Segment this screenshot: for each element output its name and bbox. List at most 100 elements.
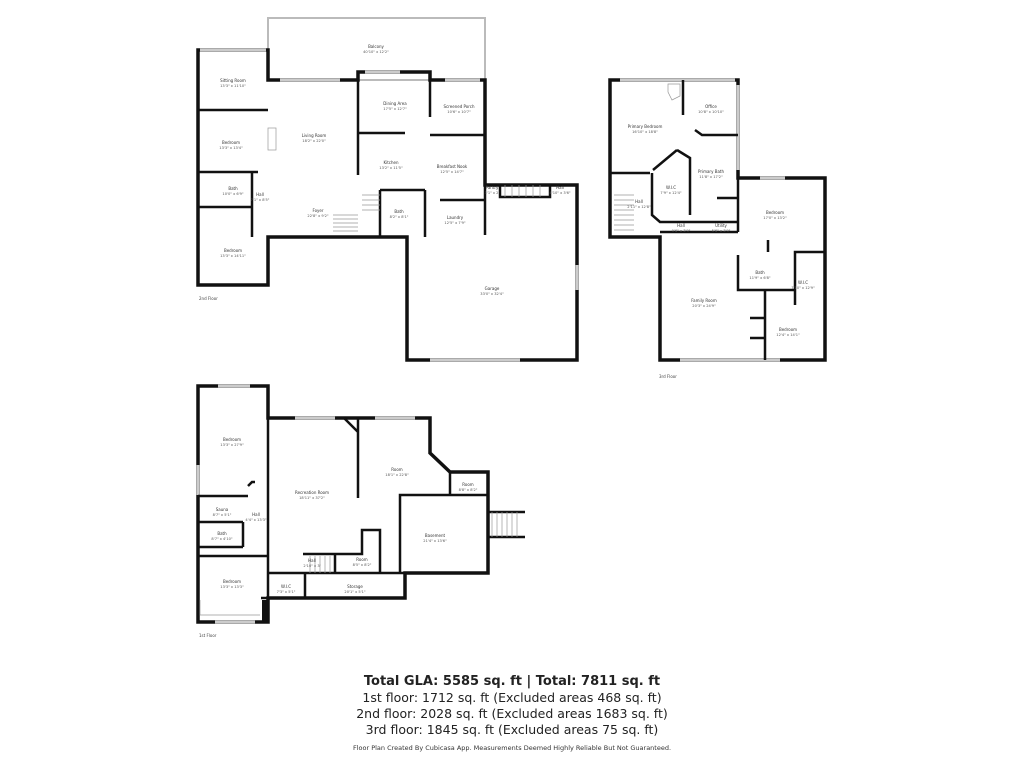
room-dims: 7'1" x 8'5": [251, 198, 270, 202]
room-name: Office: [705, 104, 717, 109]
fireplace: [267, 127, 277, 151]
room-name: Bath: [217, 531, 227, 536]
room-dims: 2'10" x 3': [303, 564, 320, 568]
room-name: Family Room: [691, 298, 717, 303]
room-dims: 7'9" x 12'4": [660, 191, 681, 195]
room-name: W.I.C: [281, 584, 291, 589]
room-dims: 2'11" x 12'8": [627, 205, 651, 209]
room-name: Room: [462, 482, 473, 487]
room-dims: 7'3" x 5'1": [277, 590, 296, 594]
room-name: Hall: [635, 199, 643, 204]
room-name: Garage: [485, 286, 500, 291]
room-dims: 18'2" x 22'0": [302, 139, 326, 143]
room-dims: 16'10" x 18'8": [632, 130, 658, 134]
room-dims: 13'2" x 11'5": [379, 166, 403, 170]
room-dims: 3'1" x 2': [485, 191, 500, 195]
room-name: Hall: [252, 512, 260, 517]
room-name: Bedroom: [223, 437, 241, 442]
room-name: Laundry: [447, 215, 464, 220]
room-name: Dining Area: [383, 101, 407, 106]
first-floor-area: 1st floor: 1712 sq. ft (Excluded areas 4…: [362, 690, 662, 705]
room-dims: 10'6" x 10'7": [447, 110, 471, 114]
room-name: Living Room: [302, 133, 327, 138]
room-name: Basement: [425, 533, 446, 538]
room-dims: 10'8" x 10'10": [698, 110, 724, 114]
room-name: Bath: [228, 186, 238, 191]
room-name: Bath: [394, 209, 404, 214]
room-dims: 10'0" x 6'9": [222, 192, 243, 196]
room-dims: 13'3" x 11'10": [220, 84, 246, 88]
room-name: Hall: [256, 192, 264, 197]
floor-label: 1st Floor: [199, 633, 217, 638]
room-name: Screened Porch: [443, 104, 474, 109]
room-dims: 13'3" x 13'3": [220, 585, 244, 589]
room-dims: 12'5" x 14'7": [440, 170, 464, 174]
room-dims: 17'0" x 13'2": [763, 216, 787, 220]
room-dims: 11'8" x 17'2": [699, 175, 723, 179]
room-dims: 20'3" x 24'9": [692, 304, 716, 308]
room-name: Bedroom: [222, 140, 240, 145]
room-name: Primary Bath: [698, 169, 724, 174]
room-dims: 18'11" x 37'2": [299, 496, 325, 500]
room-dims: 12'4" x 14'1": [776, 333, 800, 337]
room-name: Kitchen: [383, 160, 398, 165]
room-dims: 17'5" x 12'7": [383, 107, 407, 111]
room-dims: 8'2" x 8'1": [390, 215, 409, 219]
room-dims: 8'5" x 8'2": [353, 563, 372, 567]
room-name: W.I.C: [666, 185, 676, 190]
room-name: Bedroom: [779, 327, 797, 332]
room-name: Sauna: [216, 507, 229, 512]
room-dims: 13'3" x 14'11": [220, 254, 246, 258]
room-dims: 4'10" x 3'6": [549, 191, 570, 195]
room-dims: 11'9" x 6'8": [749, 276, 770, 280]
room-dims: 7'10" x 12'9": [791, 286, 815, 290]
room-dims: 40'10" x 12'2": [363, 50, 389, 54]
room-name: Utility: [715, 223, 727, 228]
room-dims: 8'7" x 5'1": [213, 513, 232, 517]
room-name: Bath: [755, 270, 765, 275]
room-dims: 22'8" x 9'2": [307, 214, 328, 218]
room-name: W.I.C: [798, 280, 808, 285]
room-name: Sitting Room: [220, 78, 246, 83]
room-dims: 20'1" x 5'1": [344, 590, 365, 594]
room-name: Pantry: [486, 185, 499, 190]
room-dims: 18'1" x 22'8": [385, 473, 409, 477]
room-dims: 5'6" x 3'9": [712, 229, 731, 233]
room-dims: 33'0" x 32'4": [480, 292, 504, 296]
room-dims: 8'8" x 8'2": [459, 488, 478, 492]
room-name: Foyer: [312, 208, 323, 213]
room-dims: 21'4" x 13'6": [423, 539, 447, 543]
room-dims: 13'3" x 27'9": [220, 443, 244, 447]
room-name: Room: [356, 557, 367, 562]
room-name: Room: [391, 467, 402, 472]
room-dims: 9'6" x 3'9": [672, 229, 691, 233]
room-name: Bedroom: [224, 248, 242, 253]
total-gla: Total GLA: 5585 sq. ft | Total: 7811 sq.…: [363, 674, 661, 689]
room-name: Primary Bedroom: [628, 124, 663, 129]
third-floor-area: 3rd floor: 1845 sq. ft (Excluded areas 7…: [365, 722, 659, 737]
room-name: Hall: [556, 185, 564, 190]
disclaimer-footer: Floor Plan Created By Cubicasa App. Meas…: [352, 744, 672, 752]
room-name: Bedroom: [223, 579, 241, 584]
room-name: Bedroom: [766, 210, 784, 215]
room-dims: 12'5" x 7'9": [444, 221, 465, 225]
area-summary: Total GLA: 5585 sq. ft | Total: 7811 sq.…: [0, 674, 1024, 752]
room-name: Recreation Room: [295, 490, 329, 495]
room-dims: 4'4" x 13'3": [245, 518, 266, 522]
room-name: Breakfast Nook: [437, 164, 468, 169]
second-floor-area: 2nd floor: 2028 sq. ft (Excluded areas 1…: [356, 706, 668, 721]
room-dims: 13'3" x 13'4": [219, 146, 243, 150]
floor-label: 3rd Floor: [659, 374, 677, 379]
room-name: Hall: [308, 558, 316, 563]
room-name: Storage: [347, 584, 363, 589]
room-dims: 8'7" x 4'10": [211, 537, 232, 541]
room-name: Hall: [677, 223, 685, 228]
room-name: Balcony: [368, 44, 384, 49]
